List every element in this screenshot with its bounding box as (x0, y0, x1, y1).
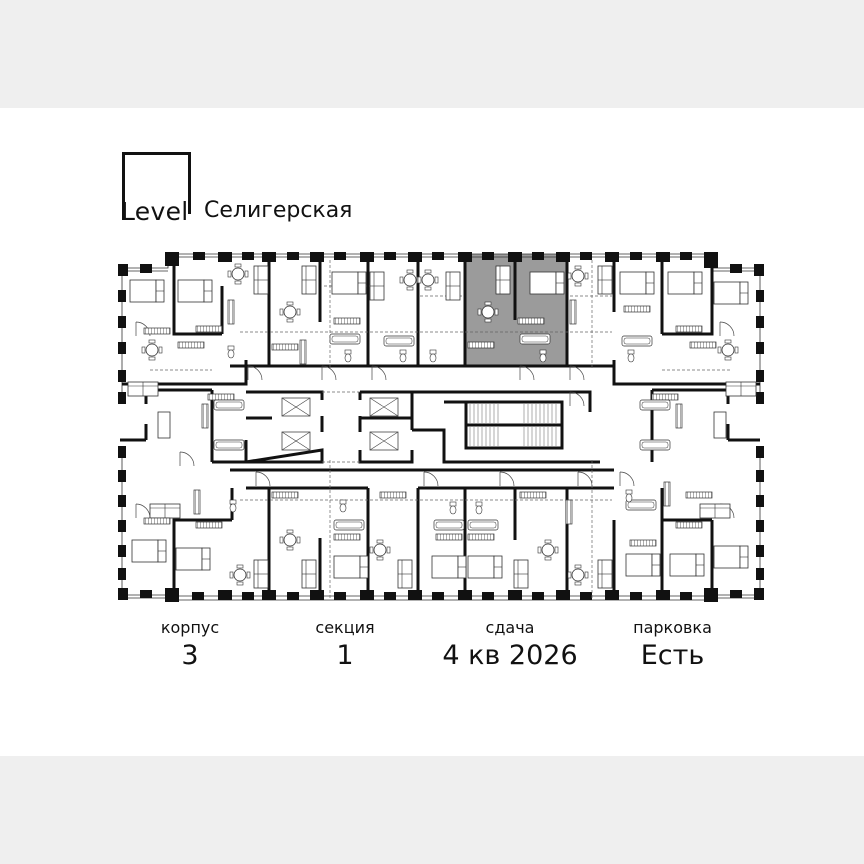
fact-label: секция (315, 618, 375, 637)
project-name: Селигерская (204, 198, 353, 223)
fact-label: корпус (160, 618, 220, 637)
fact-value: 1 (336, 640, 354, 671)
elevator-core (245, 390, 600, 464)
fact-value: 3 (181, 640, 199, 671)
fact-delivery: сдача 4 кв 2026 (410, 618, 610, 672)
fact-value: Есть (640, 640, 705, 671)
fact-parking: парковка Есть (615, 618, 730, 672)
fact-label: сдача (485, 618, 535, 637)
top-band (0, 0, 864, 108)
fact-korpus: корпус 3 (140, 618, 240, 672)
fact-label: парковка (633, 618, 712, 637)
building-facts: корпус 3 секция 1 сдача 4 кв 2026 парков… (110, 618, 730, 678)
floor-plan (118, 252, 764, 602)
logo-wordmark: Level (121, 197, 189, 226)
stairs (469, 404, 557, 446)
fact-value: 4 кв 2026 (442, 640, 578, 671)
fact-section: секция 1 (295, 618, 395, 672)
logo-square-icon (122, 152, 191, 220)
dining-table (157, 411, 727, 439)
bottom-band (0, 756, 864, 864)
